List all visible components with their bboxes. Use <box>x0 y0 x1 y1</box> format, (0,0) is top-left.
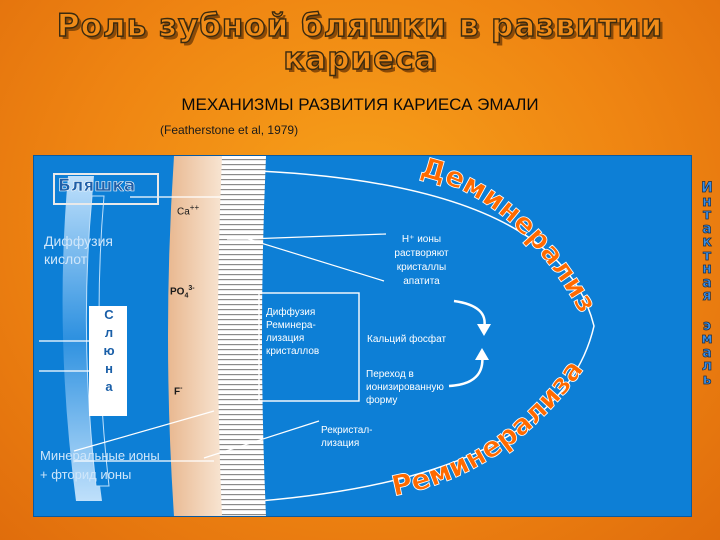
ca-ion-label: Ca++ <box>177 203 199 217</box>
recrystallization-label: Рекристал-лизация <box>321 424 379 450</box>
arrow-down-icon <box>454 301 485 328</box>
vertical-letter: ь <box>695 374 719 388</box>
minerals-label: Минеральные ионы + фторид ионы <box>40 446 165 484</box>
f-ion-label: F- <box>174 385 182 397</box>
slide-subtitle: МЕХАНИЗМЫ РАЗВИТИЯ КАРИЕСА ЭМАЛИ <box>0 95 720 115</box>
calcium-phosphate-label: Кальций фосфат <box>367 334 446 345</box>
citation: (Featherstone et al, 1979) <box>160 123 298 137</box>
arrow-up-head <box>475 348 489 360</box>
h-ions-label: H⁺ ионы растворяют кристаллы апатита <box>384 233 459 289</box>
callout-line <box>248 239 384 281</box>
callout-line <box>248 234 386 239</box>
diffusion-box-text: Диффузия Реминера-лизация кристаллов <box>266 306 338 358</box>
po4-ion-label: PO43- <box>170 285 195 299</box>
acid-diffusion-label: Диффузия кислот <box>44 232 144 268</box>
arrow-down-head <box>477 324 491 336</box>
mechanism-diagram: Деминерализация Реминерализация Бляшка Д… <box>33 155 692 517</box>
saliva-label: С л ю н а <box>94 306 124 396</box>
vertical-letter: я <box>695 290 719 304</box>
plaque-label: Бляшка <box>58 176 135 196</box>
slide-title: Роль зубной бляшки в развитии кариеса <box>0 10 720 76</box>
ionized-form-label: Переход в ионизированную форму <box>366 368 454 407</box>
